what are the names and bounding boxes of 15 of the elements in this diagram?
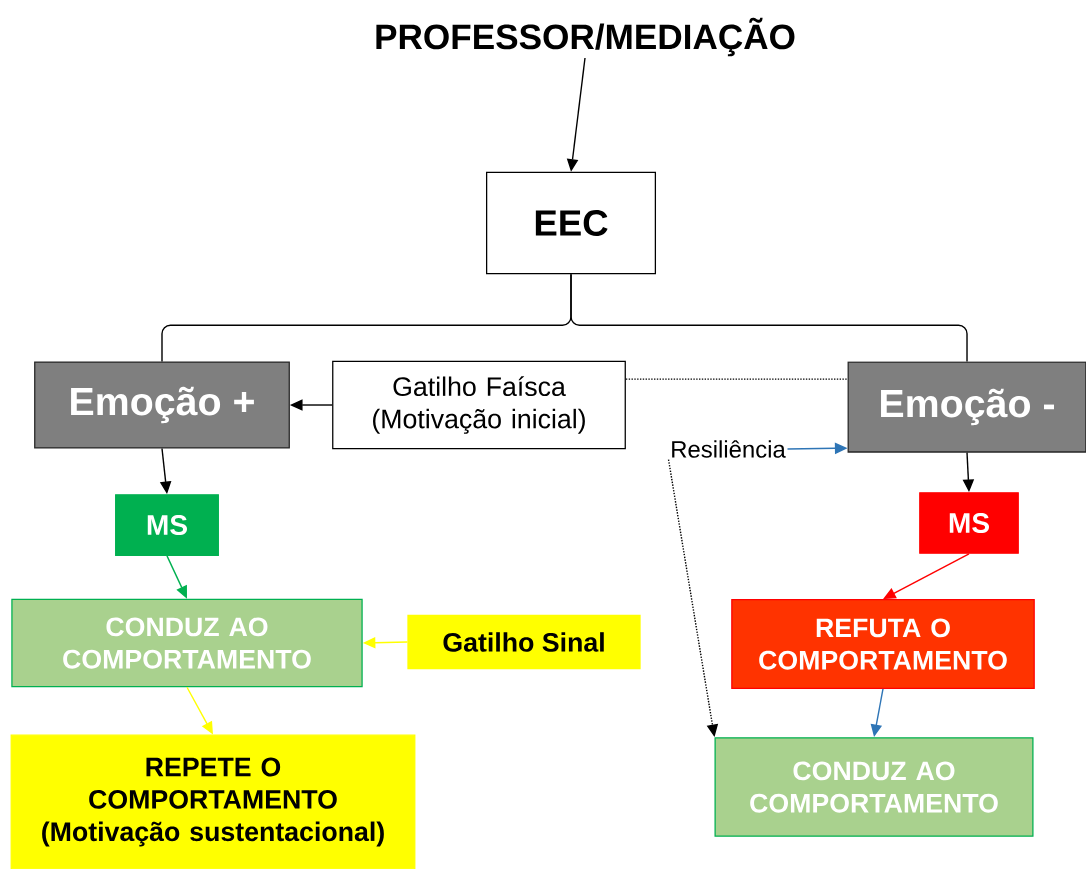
trigger-box: Gatilho Faísca (Motivação inicial): [332, 360, 626, 450]
process-box: REPETE O COMPORTAMENTO (Motivação sustentacional): [10, 734, 416, 869]
process-box: MS: [115, 494, 219, 556]
process-box: CONDUZ AO COMPORTAMENTO: [714, 737, 1034, 837]
emotion-box: Emoção -: [847, 361, 1086, 453]
process-box: REFUTA O COMPORTAMENTO: [731, 599, 1035, 689]
process-box: CONDUZ AO COMPORTAMENTO: [11, 598, 363, 688]
process-box: MS: [919, 492, 1019, 554]
trigger-box: Gatilho Sinal: [407, 614, 641, 670]
emotion-box: Emoção +: [34, 361, 290, 449]
brace-line: [570, 273, 968, 363]
dotted-line: [625, 378, 849, 380]
process-box: EEC: [486, 171, 656, 275]
note-text: Resiliência: [672, 440, 786, 458]
heading-text: PROFESSOR/MEDIAÇÃO: [376, 17, 795, 57]
